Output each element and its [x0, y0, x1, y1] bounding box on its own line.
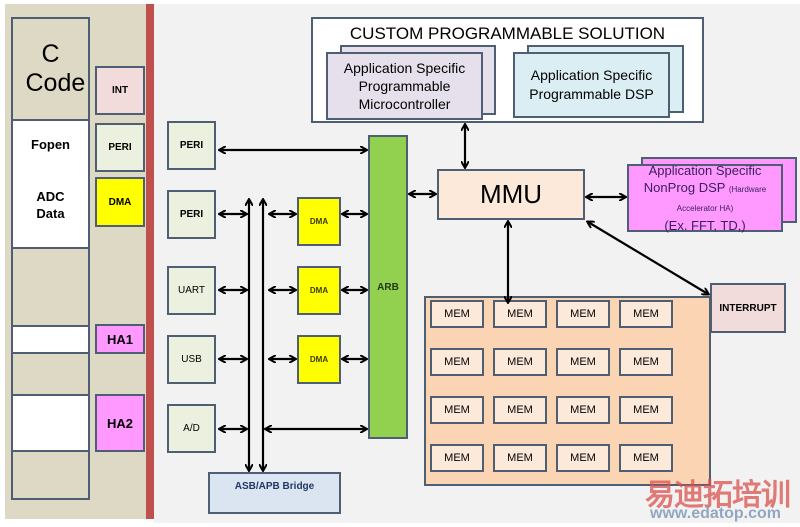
wire-mmu-interrupt: [588, 222, 708, 294]
watermark-text: 易迪拓培训: [645, 479, 791, 512]
dma-label: DMA: [309, 217, 329, 226]
arb-label: ARB: [377, 281, 399, 293]
hw-dma: DMA: [95, 177, 145, 227]
hw-ha1-label: HA1: [106, 331, 133, 347]
interrupt-label: INTERRUPT: [719, 302, 777, 314]
memory-cell: MEM: [430, 444, 484, 472]
arb-block: ARB: [368, 135, 408, 439]
hw-int-label: INT: [111, 85, 129, 96]
peripheral-uart: UART: [167, 266, 216, 315]
memory-cell: MEM: [430, 348, 484, 376]
peripheral-ad: A/D: [167, 404, 216, 453]
memory-cell: MEM: [493, 348, 547, 376]
code-segment-fopen-adc: Fopen ADC Data: [11, 119, 90, 249]
peripheral-peri-1: PERI: [167, 121, 216, 170]
memory-cell: MEM: [493, 300, 547, 328]
divider-bar: [146, 4, 154, 519]
interrupt-block: INTERRUPT: [710, 283, 786, 333]
memory-cell: MEM: [619, 396, 673, 424]
watermark-url-text: www.edatop.com: [650, 505, 781, 522]
bridge-label: ASB/APB Bridge: [234, 481, 315, 492]
memory-cell: MEM: [556, 348, 610, 376]
code-segment-ha2: [11, 394, 90, 452]
watermark-url: www.edatop.com: [650, 505, 781, 523]
peripheral-usb: USB: [167, 335, 216, 384]
memory-cell: MEM: [493, 396, 547, 424]
asb-apb-bridge: ASB/APB Bridge: [208, 472, 341, 514]
watermark: 易迪拓培训: [645, 470, 800, 514]
nonprog-dsp-line2: NonProg DSP (Hardware Accelerator HA): [629, 179, 781, 217]
hw-int: INT: [95, 66, 145, 115]
dma-block-1: DMA: [297, 197, 341, 246]
hw-peri-label: PERI: [108, 142, 132, 153]
programmable-dsp-block: Application Specific Programmable DSP: [513, 52, 670, 118]
programmable-dsp-label: Application Specific Programmable DSP: [529, 67, 654, 102]
mmu-block: MMU: [437, 169, 585, 220]
nonprog-dsp-line2-main: NonProg DSP: [643, 180, 726, 195]
memory-cell: MEM: [619, 300, 673, 328]
memory-cell: MEM: [556, 300, 610, 328]
hw-ha2: HA2: [95, 394, 145, 452]
hw-peri: PERI: [95, 123, 145, 172]
code-segment: [11, 247, 90, 327]
peripheral-label: UART: [177, 285, 206, 296]
dma-block-3: DMA: [297, 335, 341, 384]
memory-cell: MEM: [493, 444, 547, 472]
memory-cell: MEM: [430, 300, 484, 328]
custom-solution-title: CUSTOM PROGRAMMABLE SOLUTION: [349, 24, 666, 43]
peripheral-label: USB: [181, 354, 202, 365]
dma-label: DMA: [309, 286, 329, 295]
peripheral-peri-2: PERI: [167, 190, 216, 239]
peripheral-label: PERI: [179, 140, 204, 151]
mmu-label: MMU: [479, 179, 543, 209]
nonprog-dsp-line1: Application Specific: [648, 163, 762, 178]
microcontroller-block: Application Specific Programmable Microc…: [326, 52, 483, 120]
memory-cell: MEM: [430, 396, 484, 424]
peripheral-label: PERI: [179, 209, 204, 220]
peripheral-label: A/D: [183, 423, 200, 434]
code-segment: [11, 450, 90, 500]
dma-block-2: DMA: [297, 266, 341, 315]
hw-dma-label: DMA: [108, 196, 132, 208]
nonprog-dsp-line2-small: (Hardware Accelerator HA): [676, 185, 767, 213]
memory-cell: MEM: [619, 444, 673, 472]
code-item-adc-data: ADC Data: [36, 189, 65, 221]
memory-cell: MEM: [619, 348, 673, 376]
memory-cell: MEM: [556, 396, 610, 424]
c-code-title: C Code: [25, 40, 86, 97]
dma-label: DMA: [309, 355, 329, 364]
hw-ha2-label: HA2: [106, 415, 133, 431]
code-item-fopen: Fopen: [31, 137, 70, 152]
memory-cell: MEM: [556, 444, 610, 472]
microcontroller-label: Application Specific Programmable Microc…: [343, 60, 466, 112]
hw-ha1: HA1: [95, 324, 145, 354]
code-segment-ha1: [11, 325, 90, 354]
